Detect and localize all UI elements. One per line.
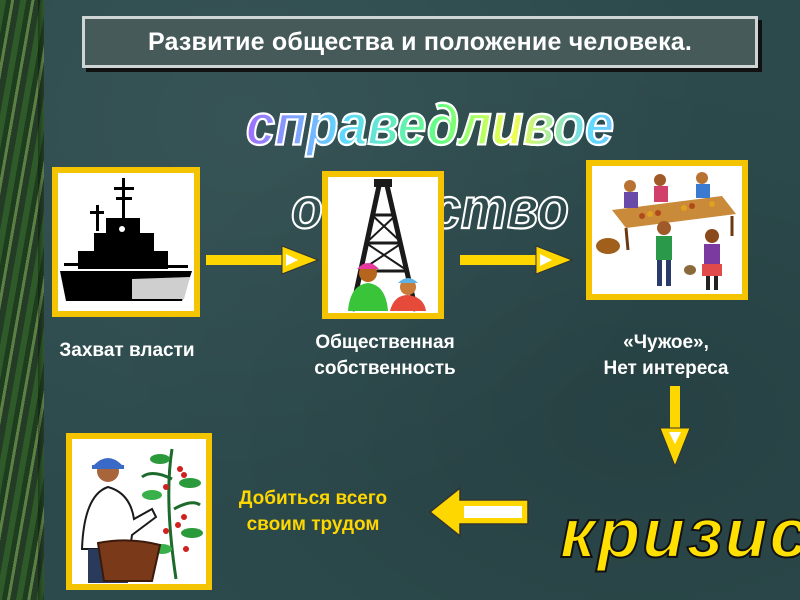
arrow-right-2: [460, 245, 574, 275]
label-no-interest-line2: Нет интереса: [603, 358, 729, 379]
oil-derrick-workers-icon: [328, 177, 438, 313]
arrow-down: [659, 386, 691, 468]
slide-title: Развитие общества и положение человека.: [147, 27, 693, 56]
market-traders-icon: [592, 166, 742, 294]
market-image-frame: [586, 160, 748, 300]
label-seize-power: Захват власти: [59, 340, 195, 361]
label-own-labor: Добиться всего своим трудом: [218, 486, 408, 538]
title-bar: Развитие общества и положение человека.: [82, 16, 758, 68]
label-own-labor-line1: Добиться всего: [238, 488, 388, 509]
warship-icon: [58, 173, 194, 311]
farmer-harvest-icon: [72, 439, 206, 584]
arrow-left: [428, 486, 529, 538]
arrow-right-1: [206, 245, 320, 275]
label-public-property-line2: собственность: [314, 358, 456, 379]
label-public-property-line1: Общественная: [315, 332, 455, 353]
farmer-image-frame: [66, 433, 212, 590]
label-no-interest: «Чужое», Нет интереса: [576, 330, 756, 382]
decorative-side-strip: [0, 0, 44, 600]
label-no-interest-line1: «Чужое»,: [623, 332, 709, 353]
crisis-word: кризис: [559, 493, 800, 573]
fair-society-heading: справедливое общество: [140, 84, 720, 243]
warship-image-frame: [52, 167, 200, 317]
label-public-property: Общественная собственность: [292, 330, 478, 382]
oil-derrick-image-frame: [322, 171, 444, 319]
label-own-labor-line2: своим трудом: [246, 514, 380, 535]
